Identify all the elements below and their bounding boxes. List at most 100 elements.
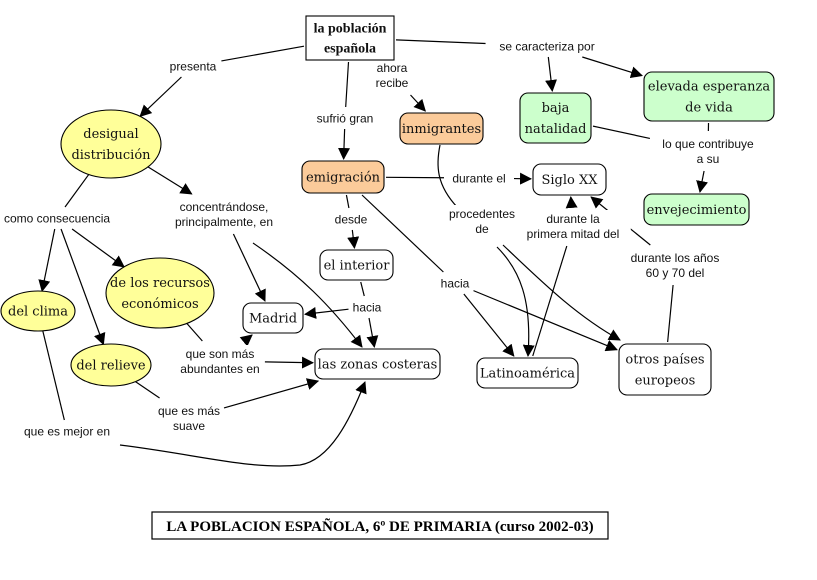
node-label: Latinoamérica xyxy=(480,367,575,382)
edge-emigracion-to-desde xyxy=(345,194,350,209)
node-label: las zonas costeras xyxy=(318,358,438,373)
footer-title: LA POBLACION ESPAÑOLA, 6º DE PRIMARIA (c… xyxy=(166,517,593,535)
edge-europeos-to-anos xyxy=(667,284,674,343)
link-label-text: ahora xyxy=(377,61,408,75)
node-label: de vida xyxy=(685,101,733,116)
link-label-text: durante el xyxy=(452,172,505,186)
edge-caracteriza-to-esperanza xyxy=(582,56,643,79)
edge-hacia2-to-europeos xyxy=(473,290,618,352)
node-shape xyxy=(618,343,712,396)
link-label-text: durante los años xyxy=(631,251,720,265)
concept-node-emigracion[interactable]: emigración xyxy=(301,160,385,194)
edge-contribuye-to-envejecimiento xyxy=(696,170,708,193)
link-label-text: de xyxy=(475,222,489,236)
link-label-caracteriza: se caracteriza por xyxy=(485,37,609,55)
link-label-text: desde xyxy=(335,213,368,227)
node-shape xyxy=(319,249,394,281)
node-shape xyxy=(519,92,592,144)
edge-primera_mitad-to-siglo xyxy=(565,196,578,209)
node-label: europeos xyxy=(635,374,696,389)
node-label: Siglo XX xyxy=(541,173,598,188)
link-label-text: a su xyxy=(697,152,720,166)
edge-sufrio-to-emigracion xyxy=(337,128,350,160)
node-label: española xyxy=(324,41,376,56)
concept-node-relieve[interactable]: del relieve xyxy=(70,343,152,387)
node-label: desigual xyxy=(83,127,138,142)
node-shape xyxy=(70,343,152,387)
nodes-layer: la población española desigual distribución… xyxy=(0,15,775,396)
node-shape xyxy=(242,302,304,334)
node-shape xyxy=(314,348,441,380)
node-shape xyxy=(60,109,162,179)
edge-hacia1-to-madrid xyxy=(304,307,349,319)
concept-node-poblacion[interactable]: la población española xyxy=(305,15,395,61)
concept-node-clima[interactable]: del clima xyxy=(0,290,76,332)
node-shape xyxy=(301,160,385,194)
link-label-text: que es mejor en xyxy=(24,425,110,439)
link-label-text: principalmente, en xyxy=(175,215,273,229)
node-shape xyxy=(476,357,579,389)
link-label-text: como consecuencia xyxy=(4,212,110,226)
link-label-text: recibe xyxy=(376,76,409,90)
node-shape xyxy=(532,163,607,196)
edge-clima-to-mejor xyxy=(42,330,65,421)
node-shape xyxy=(643,193,750,226)
edge-abundantes-to-costeras xyxy=(264,356,314,369)
node-label: Madrid xyxy=(249,312,297,327)
edge-mejor-to-costeras xyxy=(119,381,367,467)
node-label: del relieve xyxy=(76,359,146,374)
link-label-consecuencia: como consecuencia xyxy=(0,209,115,227)
link-label-text: concentrándose, xyxy=(180,200,269,214)
node-label: la población xyxy=(314,21,387,36)
edge-ahora-to-inmigrantes xyxy=(410,94,426,112)
node-shape xyxy=(0,290,76,332)
link-label-durante_el: durante el xyxy=(445,169,513,187)
link-label-text: sufrió gran xyxy=(317,112,374,126)
node-label: baja xyxy=(542,101,570,116)
node-shape xyxy=(305,15,395,61)
node-label: el interior xyxy=(324,259,391,274)
concept-node-costeras[interactable]: las zonas costeras xyxy=(314,348,441,380)
edge-concentrandose-to-costeras xyxy=(252,242,363,348)
link-label-text: abundantes en xyxy=(180,362,259,376)
node-label: inmigrantes xyxy=(402,122,481,137)
edge-desigual-to-concentrandose xyxy=(147,166,193,195)
concept-node-inmigrantes[interactable]: inmigrantes xyxy=(399,112,484,145)
concept-node-envejecimiento[interactable]: envejecimiento xyxy=(643,193,750,226)
concept-node-madrid[interactable]: Madrid xyxy=(242,302,304,334)
node-label: distribución xyxy=(71,148,151,163)
edge-poblacion-to-sufrio xyxy=(345,61,350,108)
concept-node-interior[interactable]: el interior xyxy=(319,249,394,281)
edge-procedentes-to-europeos xyxy=(502,244,621,341)
edge-procedentes-to-latino xyxy=(496,246,535,357)
concept-node-latino[interactable]: Latinoamérica xyxy=(476,357,579,389)
edge-desigual-to-consecuencia xyxy=(64,174,90,208)
edge-recursos-to-abundantes xyxy=(186,322,203,342)
node-shape xyxy=(105,257,215,329)
edge-concentrandose-to-madrid xyxy=(232,233,266,302)
concept-node-natalidad[interactable]: baja natalidad xyxy=(519,92,592,144)
edge-consecuencia-to-relieve xyxy=(60,228,106,346)
link-label-text: primera mitad del xyxy=(527,227,620,241)
edge-interior-to-hacia1 xyxy=(360,281,365,297)
node-label: económicos xyxy=(121,297,198,312)
link-label-text: que son más xyxy=(186,347,255,361)
link-label-text: 60 y 70 del xyxy=(646,266,705,280)
concept-node-desigual[interactable]: desigual distribución xyxy=(60,109,162,179)
node-label: elevada esperanza xyxy=(648,80,770,95)
link-label-text: hacia xyxy=(353,301,382,315)
node-label: natalidad xyxy=(525,122,587,137)
edge-consecuencia-to-clima xyxy=(38,228,56,293)
concept-node-siglo[interactable]: Siglo XX xyxy=(532,163,607,196)
edge-hacia1-to-costeras xyxy=(366,317,379,348)
concept-node-esperanza[interactable]: elevada esperanza de vida xyxy=(643,71,775,122)
edge-suave-to-costeras xyxy=(223,378,320,409)
